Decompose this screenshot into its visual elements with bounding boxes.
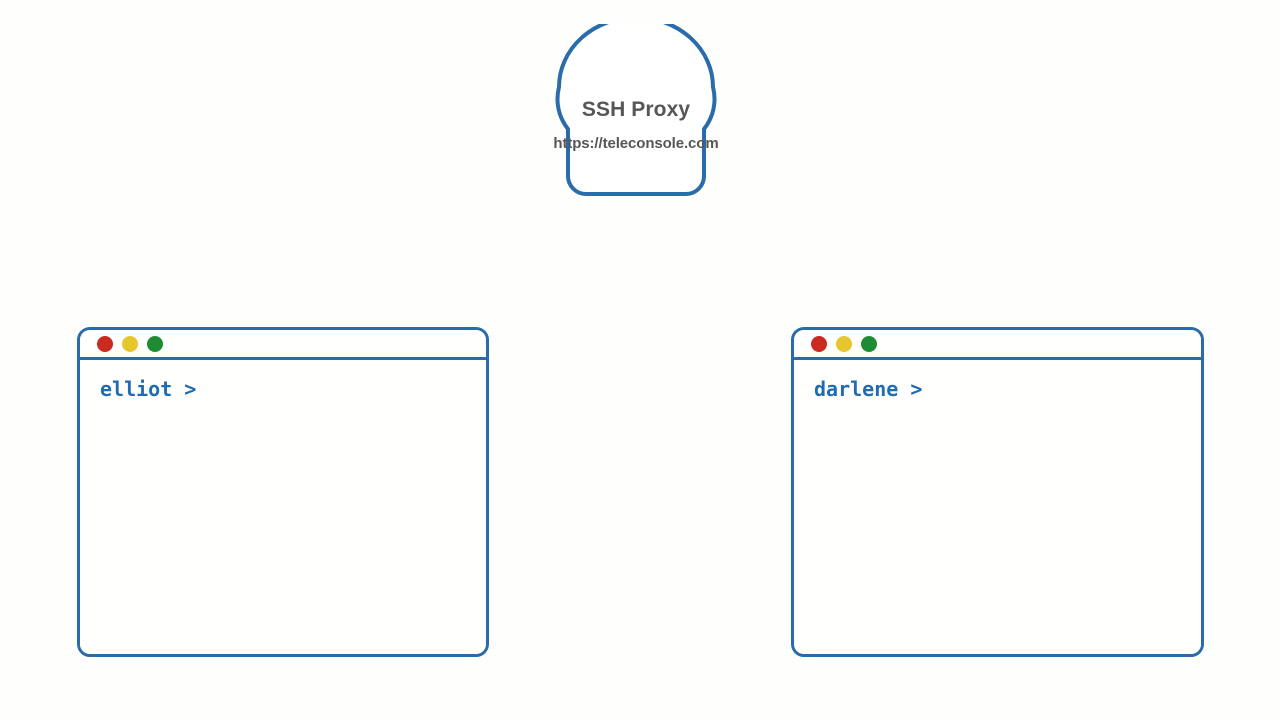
terminal-titlebar <box>80 330 486 360</box>
terminal-window-elliot[interactable]: elliot > <box>77 327 489 657</box>
minimize-button[interactable] <box>122 335 138 352</box>
terminal-body[interactable]: darlene > <box>794 360 1201 651</box>
maximize-button[interactable] <box>861 335 877 352</box>
maximize-button[interactable] <box>147 335 163 352</box>
close-button[interactable] <box>811 335 827 352</box>
terminal-prompt: darlene > <box>814 377 923 401</box>
close-button[interactable] <box>97 335 113 352</box>
ssh-proxy-cloud-node: SSH Proxy https://teleconsole.com <box>498 24 774 204</box>
terminal-titlebar <box>794 330 1201 360</box>
cloud-icon <box>555 24 717 196</box>
terminal-body[interactable]: elliot > <box>80 360 486 651</box>
minimize-button[interactable] <box>836 335 852 352</box>
terminal-window-darlene[interactable]: darlene > <box>791 327 1204 657</box>
terminal-prompt: elliot > <box>100 377 197 401</box>
